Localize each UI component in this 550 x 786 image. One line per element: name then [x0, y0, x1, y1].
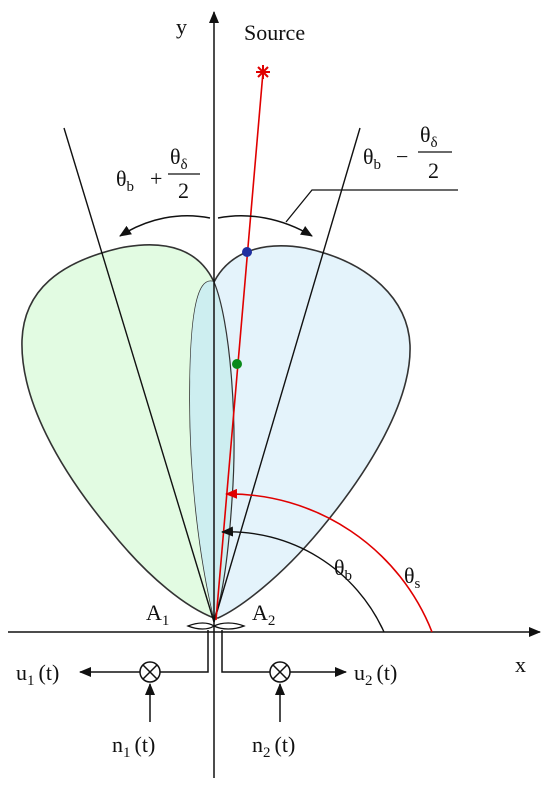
output-u2-label: u2(t): [354, 660, 397, 689]
svg-text:2: 2: [428, 158, 439, 183]
mixer-2: [269, 661, 291, 683]
intersection-point-blue: [242, 247, 252, 257]
output-u1-label: u1(t): [16, 660, 59, 689]
left-beam-axis: [63, 127, 215, 623]
y-axis-label: y: [176, 14, 187, 39]
label-theta-b-minus: θb − θδ 2: [285, 122, 458, 223]
antenna-a2-label: A2: [252, 600, 275, 629]
intersection-point-green: [232, 359, 242, 369]
antenna-a1: [186, 622, 216, 630]
svg-text:θb: θb: [116, 166, 134, 195]
x-axis-label: x: [515, 652, 526, 677]
overlap-region: [190, 245, 235, 618]
antenna-a1-label: A1: [146, 600, 169, 629]
antenna-a2: [212, 622, 246, 630]
noise-n2-label: n2(t): [252, 732, 295, 761]
right-offset-arrow: [217, 215, 313, 237]
left-offset-arrow: [119, 215, 211, 237]
feed-line-1: [79, 630, 209, 677]
right-beam-axis: [213, 127, 361, 623]
label-theta-b-plus: θb + θδ 2: [116, 144, 200, 203]
noise-n1-label: n1(t): [112, 732, 155, 761]
svg-text:2: 2: [178, 178, 189, 203]
svg-text:θb: θb: [363, 144, 381, 173]
svg-text:θδ: θδ: [170, 144, 188, 173]
source-marker: [256, 65, 270, 79]
svg-text:+: +: [150, 166, 162, 191]
svg-text:θδ: θδ: [420, 122, 438, 151]
svg-text:−: −: [396, 144, 408, 169]
source-label: Source: [244, 20, 305, 45]
feed-line-2: [221, 630, 347, 677]
theta-b-arc: [221, 526, 385, 633]
theta-s-label: θs: [404, 563, 421, 592]
mixer-1: [139, 661, 161, 683]
theta-s-arc: [225, 488, 433, 633]
theta-b-label: θb: [334, 555, 352, 584]
